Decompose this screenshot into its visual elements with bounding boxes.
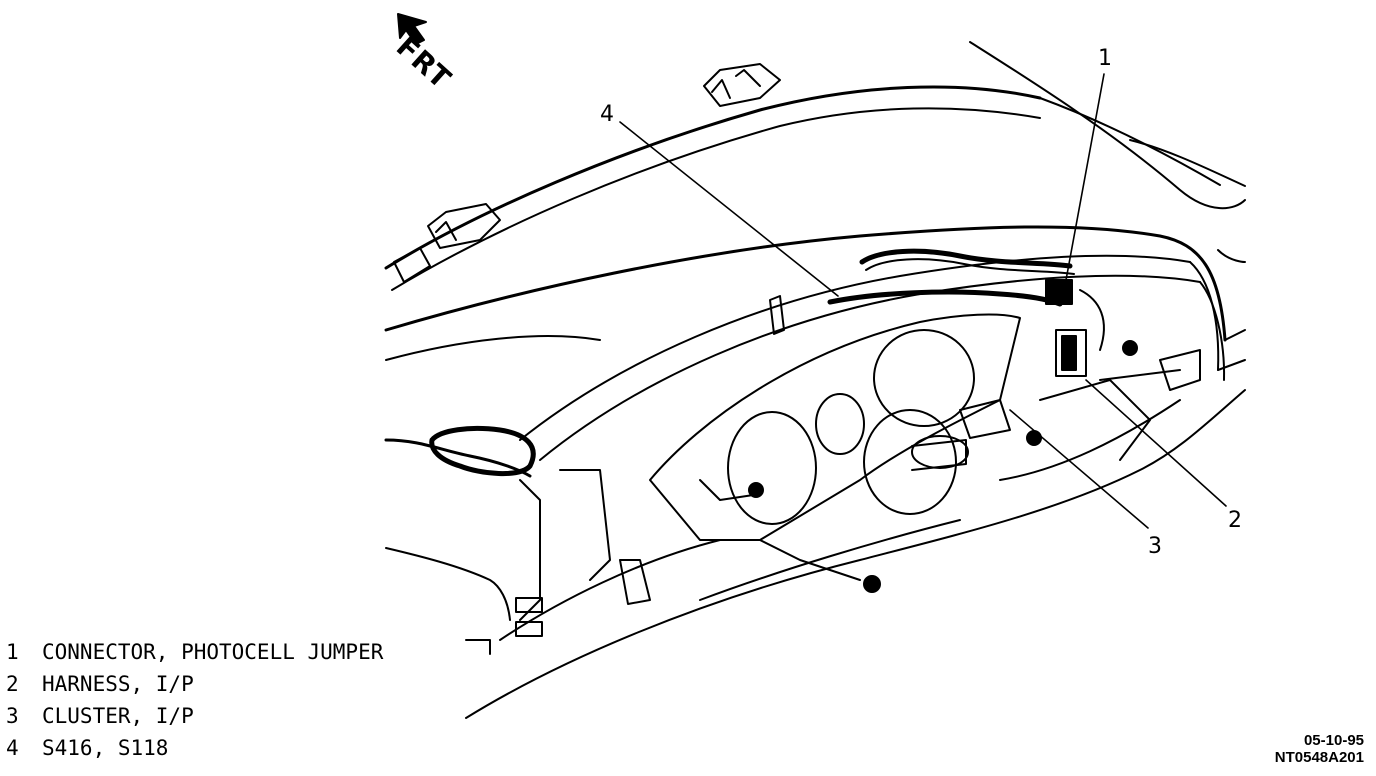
stamp-code: NT0548A201 [1274, 749, 1364, 766]
legend-item-text: CONNECTOR, PHOTOCELL JUMPER [42, 640, 384, 664]
stamp-date: 05-10-95 [1303, 732, 1364, 749]
leader-line-3 [1009, 409, 1149, 529]
front-arrow-icon [397, 13, 427, 45]
legend-item-text: CLUSTER, I/P [42, 704, 194, 728]
legend-item: 1 CONNECTOR, PHOTOCELL JUMPER [6, 636, 383, 668]
legend-item-text: HARNESS, I/P [42, 672, 194, 696]
legend-item: 3 CLUSTER, I/P [6, 700, 383, 732]
legend-item-text: S416, S118 [42, 736, 169, 760]
leader-lines [619, 73, 1227, 529]
dash-top-outline [384, 41, 1246, 291]
callout-1: 1 [1098, 46, 1112, 71]
callout-2: 2 [1228, 508, 1242, 533]
callout-3: 3 [1148, 534, 1162, 559]
legend-item-number: 4 [6, 736, 19, 760]
legend-item-number: 2 [6, 672, 19, 696]
legend-item: 4 S416, S118 [6, 732, 383, 764]
leader-line-1 [1065, 73, 1105, 281]
harness-wiring [827, 248, 1138, 377]
legend-item: 2 HARNESS, I/P [6, 668, 383, 700]
lower-dash-structure [384, 295, 1246, 719]
legend-item-number: 1 [6, 640, 19, 664]
instrument-cluster [649, 313, 1042, 593]
dash-body-outline [384, 225, 1246, 461]
callout-4: 4 [600, 102, 614, 127]
legend: 1 CONNECTOR, PHOTOCELL JUMPER 2 HARNESS,… [6, 636, 383, 764]
leader-line-2 [1085, 379, 1227, 507]
legend-item-number: 3 [6, 704, 19, 728]
drawing-stamp: 05-10-95 NT0548A201 [1275, 732, 1364, 766]
leader-line-4 [619, 121, 839, 297]
